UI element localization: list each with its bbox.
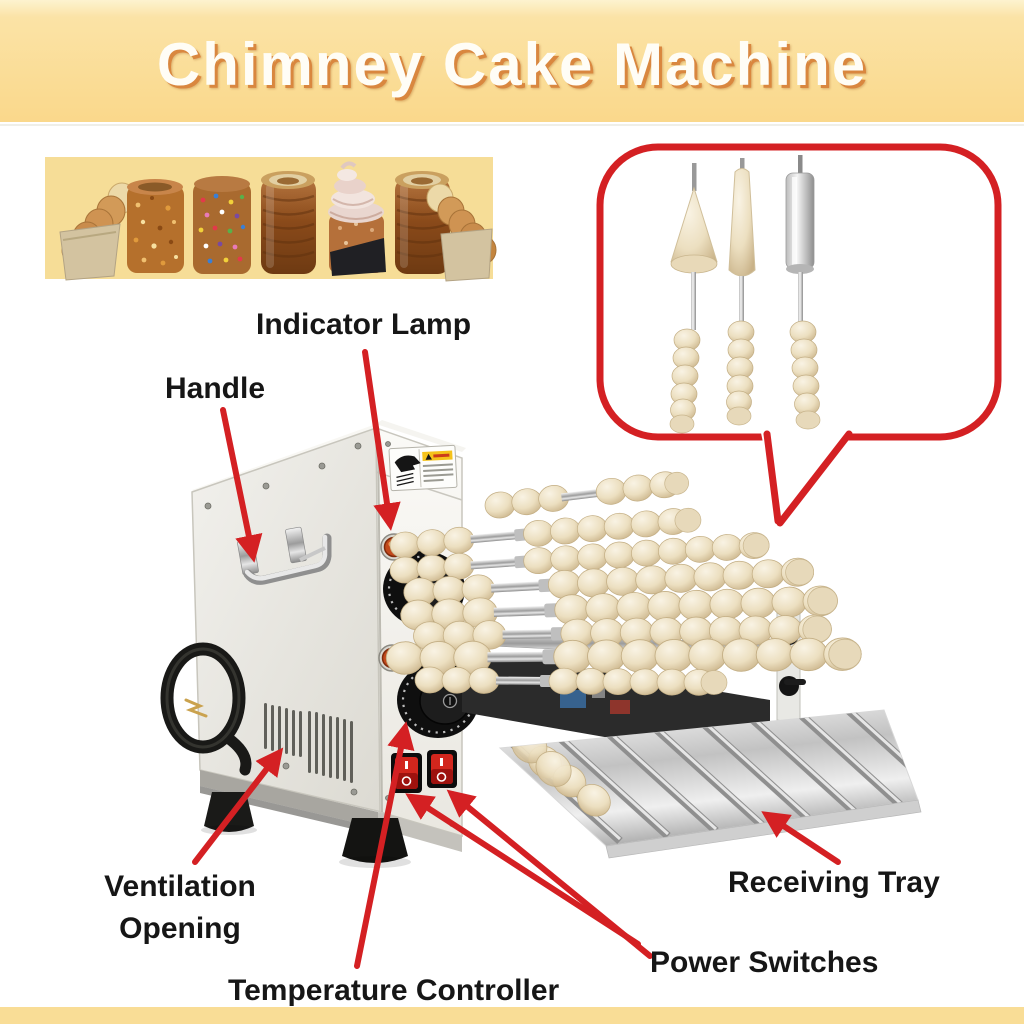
arrow-power-switch-right <box>446 789 653 959</box>
receiving-tray <box>498 709 922 859</box>
cooking-area <box>462 591 922 859</box>
tapered-spit <box>726 158 756 426</box>
metal-roller-spit <box>785 155 821 430</box>
machine-side-panel <box>191 426 383 813</box>
cone-spit <box>669 163 718 434</box>
title-banner <box>0 0 1024 122</box>
warning-triangle-icon <box>422 450 453 462</box>
cake-glossy-left <box>261 171 316 274</box>
page-title: Chimney Cake Machine <box>156 31 868 98</box>
power-cord <box>160 642 252 776</box>
spit-types-callout <box>596 143 1002 527</box>
product-photo-cakes <box>45 157 497 282</box>
arrow-power-switch-left <box>405 793 641 947</box>
cake-spiral-wrapped-right <box>426 183 497 282</box>
label-power-switches: Power Switches <box>650 946 879 979</box>
bottom-strip <box>0 1007 1024 1024</box>
cake-sprinkles <box>193 176 251 274</box>
arrow-ventilation <box>192 747 284 865</box>
label-receiving-tray: Receiving Tray <box>728 866 940 899</box>
label-ventilation-line1: Ventilation <box>104 870 256 903</box>
warning-sticker <box>388 444 458 492</box>
ventilation-opening <box>264 703 353 783</box>
label-ventilation-line2: Opening <box>119 912 241 945</box>
power-switch-right <box>427 750 457 788</box>
arrow-receiving-tray <box>761 811 841 865</box>
arrow-temperature-controller <box>354 721 415 969</box>
label-temperature-controller: Temperature Controller <box>228 974 560 1007</box>
banner-divider <box>0 124 1024 126</box>
cake-crumb <box>127 179 184 273</box>
label-handle: Handle <box>165 372 266 405</box>
arrow-handle <box>220 407 263 563</box>
cake-cream-top <box>328 161 386 276</box>
arrow-indicator-lamp <box>362 349 401 531</box>
label-ventilation-opening: Ventilation Opening <box>92 866 268 950</box>
label-indicator-lamp: Indicator Lamp <box>256 308 472 341</box>
